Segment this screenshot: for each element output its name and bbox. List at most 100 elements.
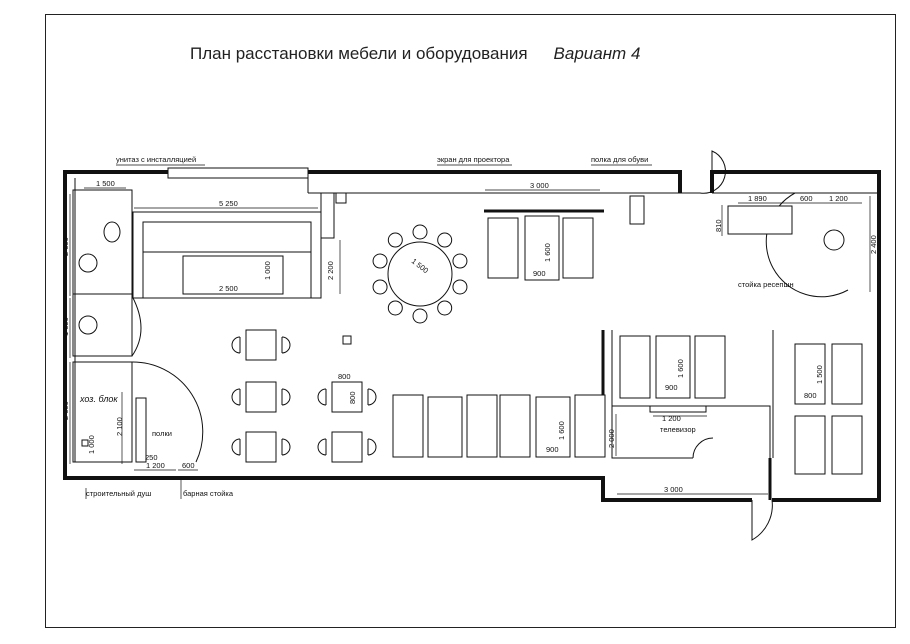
shoe-shelf [629,195,645,225]
round-table-top [387,241,453,307]
dim-800-b: 800 [348,391,357,404]
label-shoe-shelf: полка для обуви [591,155,648,164]
square-table [231,381,291,413]
chair [231,388,241,406]
dim-2600-store: 2 600 [61,401,70,420]
wc-fixtures [78,221,845,463]
dim-2600: 2 600 [61,237,70,256]
door-wc [131,295,142,357]
chair [412,308,428,324]
door-tv-room [692,437,714,459]
booth-table-bot [535,396,571,458]
chair [412,224,428,240]
walls [63,167,881,502]
dim-1690: 1 690 [61,317,70,336]
dim-2200: 2 200 [326,261,335,280]
chair [452,253,468,269]
chair [281,438,291,456]
dim-1600: 1 600 [543,243,552,262]
dim-600-bar: 600 [182,461,195,470]
dim-800-right: 800 [804,391,817,400]
chair [231,336,241,354]
booth-table-mid [655,335,691,399]
chair [367,388,377,406]
chair [437,300,453,316]
chair [281,388,291,406]
dim-5250: 5 250 [219,199,238,208]
dim-1000-sofa: 1 000 [263,261,272,280]
dim-1500: 1 500 [96,179,115,188]
reception-round [823,229,845,251]
chair [317,438,327,456]
booths [392,205,863,475]
label-tv: телевизор [660,425,696,434]
dim-900-mid: 900 [665,383,678,392]
round-table [372,224,468,324]
shower-icon [81,439,89,447]
dim-1600-mid: 1 600 [676,359,685,378]
toilet-icon [103,221,121,243]
label-shower: строительный душ [86,489,151,498]
dim-1200-tv: 1 200 [662,414,681,423]
label-shelves: полки [152,429,172,438]
chair [372,253,388,269]
label-toilet: унитаз с инсталляцией [116,155,196,164]
shelves [135,397,147,463]
dim-900: 900 [533,269,546,278]
dim-2500: 2 500 [219,284,238,293]
dim-1600-bot: 1 600 [557,421,566,440]
dim-3000-bot: 3 000 [664,485,683,494]
coffee-table [182,255,284,295]
square-table [317,381,377,413]
chair [452,279,468,295]
dim-1200-bar: 1 200 [146,461,165,470]
sink-icon [78,253,98,273]
dim-810: 810 [714,219,723,232]
storage-room [72,361,133,463]
dimension-texts: 1 500 5 250 3 000 1 890 600 1 200 810 2 … [61,179,878,494]
dim-2100: 2 100 [115,417,124,436]
dim-800: 800 [338,372,351,381]
dim-900-bot: 900 [546,445,559,454]
dim-600: 600 [800,194,813,203]
dim-250: 250 [145,453,158,462]
dim-2400: 2 400 [869,235,878,254]
dim-3000: 3 000 [530,181,549,190]
chair [372,279,388,295]
door-bar [131,361,204,463]
label-bar: барная стойка [183,489,234,498]
plan-title-main: План расстановки мебели и оборудования [190,44,528,63]
square-table [231,431,291,463]
door-entrance [680,150,726,194]
dim-1500-right: 1 500 [815,365,824,384]
plan-title: План расстановки мебели и оборудования Ва… [190,44,640,64]
table-top [245,431,277,463]
chair [387,232,403,248]
chair [437,232,453,248]
corner-sofa [132,211,322,299]
square-tables [231,329,377,463]
dimension-lines [69,187,871,495]
plan-title-variant: Вариант 4 [553,44,641,63]
booth-table-top [524,215,560,281]
labels: унитаз с инсталляцией экран для проектор… [79,155,794,499]
dim-1200: 1 200 [829,194,848,203]
table-top [245,381,277,413]
dim-2000: 2 000 [607,429,616,448]
table-top [331,431,363,463]
label-storage: хоз. блок [79,394,118,404]
column [320,192,335,239]
window-top [167,167,309,179]
chair [317,388,327,406]
square-table [317,431,377,463]
dim-1890: 1 890 [748,194,767,203]
table-top [245,329,277,361]
sink-room [72,293,133,357]
tv [649,405,707,413]
reception-sofa [727,205,793,235]
chair [387,300,403,316]
label-projector: экран для проектора [437,155,510,164]
square-table [231,329,291,361]
table-top [331,381,363,413]
